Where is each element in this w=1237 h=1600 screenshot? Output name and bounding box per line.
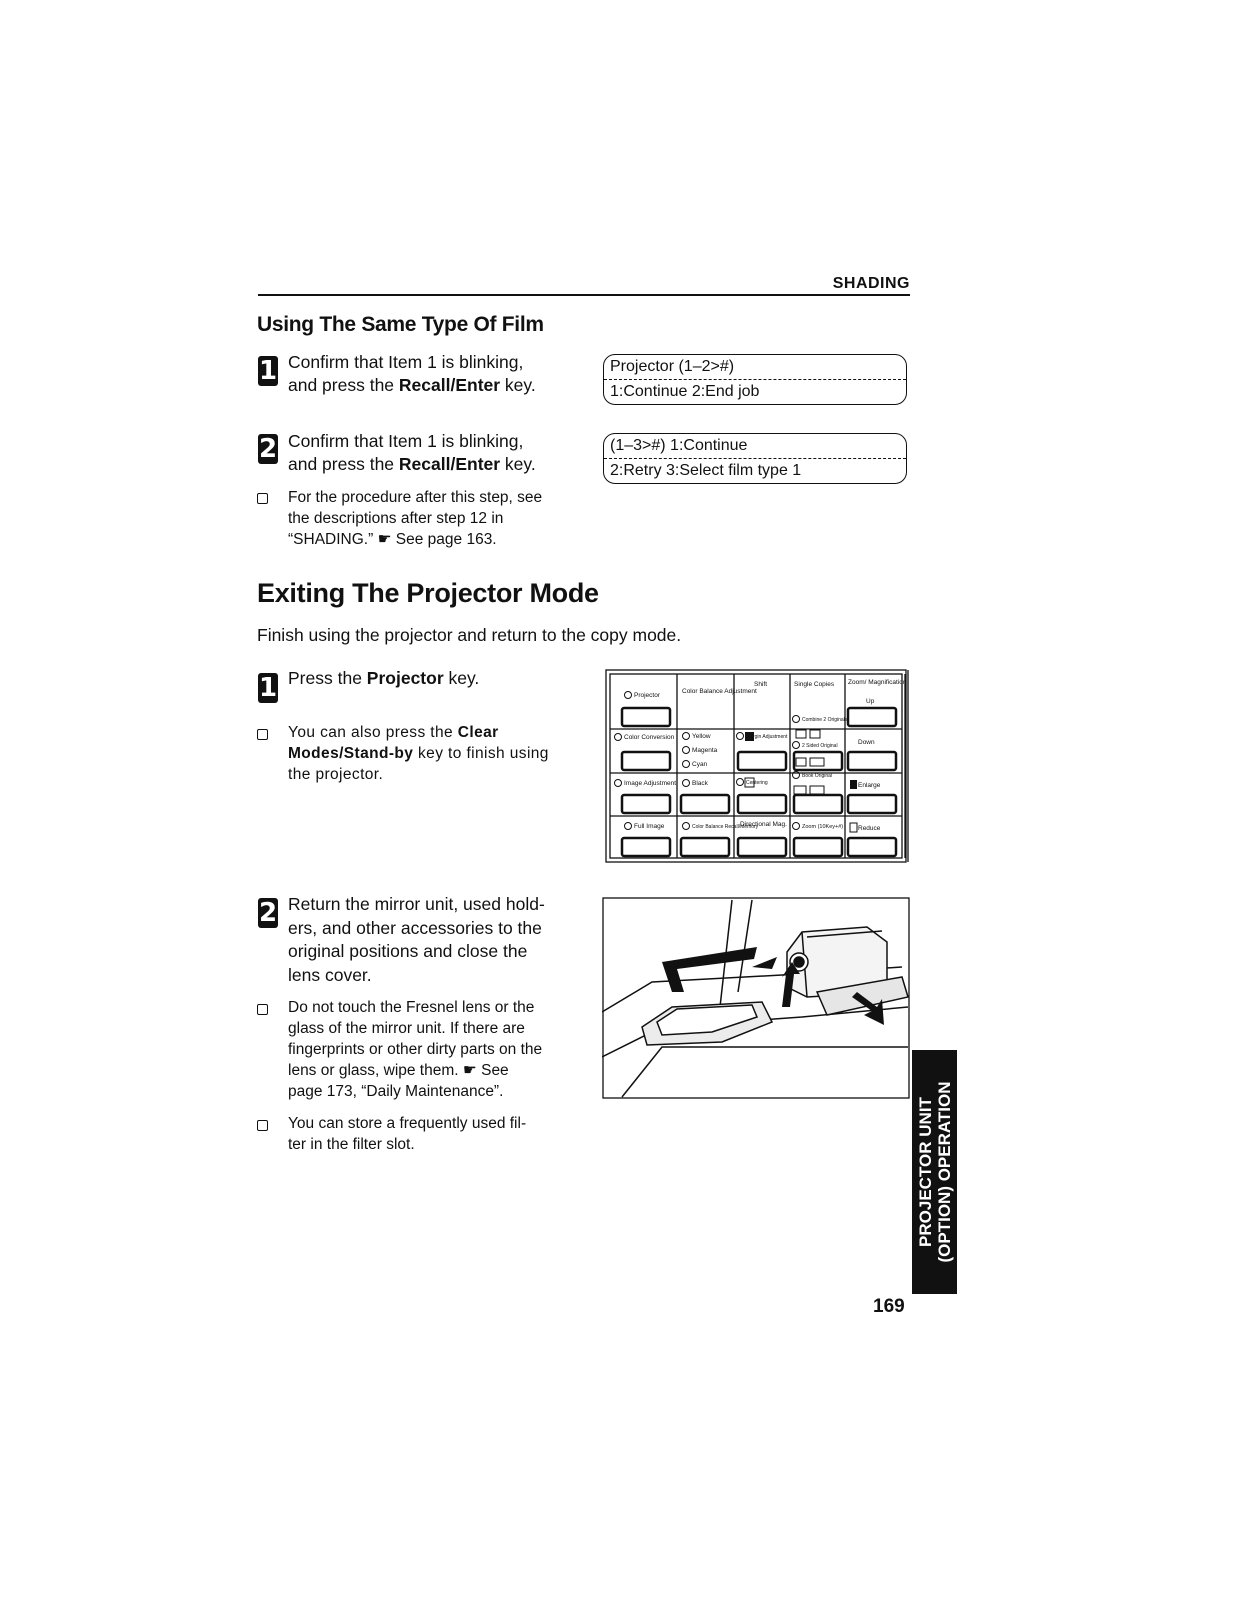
panel-label: Black	[692, 780, 709, 787]
arrow-icon	[782, 962, 800, 1007]
panel-label: Image Adjustment	[624, 780, 676, 787]
enlarge-icon	[850, 780, 857, 789]
two-sided-icon	[795, 757, 807, 767]
recall-enter-key: Recall/Enter	[398, 375, 501, 395]
panel-label: Shift	[754, 681, 767, 688]
step-1-text: Press the Projector key.	[288, 668, 480, 688]
pointing-hand-icon: ☛	[462, 1062, 477, 1079]
lcd-line-1: (1–3>#) 1:Continue	[604, 434, 906, 459]
lcd-line-2: 2:Retry 3:Select film type 1	[610, 462, 802, 479]
panel-label: Reduce	[858, 825, 881, 832]
arrow-icon	[752, 957, 777, 969]
step-2-text: Confirm that Item 1 is blinking, and pre…	[288, 431, 536, 474]
panel-label: Margin Adjustment	[746, 734, 788, 740]
note-checkbox-icon	[257, 493, 268, 504]
panel-label: Projector	[634, 692, 661, 699]
panel-label: Combine 2 Originals	[802, 717, 848, 723]
panel-label: Color Balance Recall/Memory	[692, 824, 759, 830]
step-number-2: 2	[258, 898, 278, 928]
panel-label: Yellow	[692, 733, 711, 740]
panel-label: Full Image	[634, 823, 665, 830]
mirror-unit-illustration	[602, 897, 910, 1099]
section-title-same-film: Using The Same Type Of Film	[257, 313, 544, 336]
panel-label: Directional Mag.	[740, 821, 787, 828]
book-original-icon	[793, 785, 807, 795]
note-checkbox-icon	[257, 1004, 268, 1015]
panel-label: Enlarge	[858, 782, 881, 789]
panel-label: Zoom/ Magnification	[848, 679, 907, 686]
lcd-display-1: Projector (1–2>#) 1:Continue 2:End job	[603, 354, 907, 405]
projector-key: Projector	[366, 668, 444, 688]
panel-label: Down	[858, 739, 875, 746]
lcd-line-1: Projector (1–2>#)	[604, 355, 906, 380]
note-fresnel-lens: Do not touch the Fresnel lens or the gla…	[288, 999, 543, 1100]
lcd-display-2: (1–3>#) 1:Continue 2:Retry 3:Select film…	[603, 433, 907, 484]
centering-icon	[744, 777, 755, 788]
panel-label: Cyan	[692, 761, 708, 768]
note-checkbox-icon	[257, 729, 268, 740]
panel-label: Book Original	[802, 773, 832, 779]
panel-label: Magenta	[692, 747, 718, 754]
panel-label: 2 Sided Original	[802, 743, 838, 749]
panel-label: Up	[866, 698, 875, 705]
running-header: SHADING	[832, 275, 910, 292]
lcd-line-2: 1:Continue 2:End job	[610, 383, 760, 400]
step-number-1: 1	[258, 673, 278, 703]
step-2-text: Return the mirror unit, used hold- ers, …	[288, 894, 545, 985]
operation-panel-illustration: Projector Color Balance Adjustment Shift…	[605, 669, 909, 863]
recall-enter-key: Recall/Enter	[398, 454, 501, 474]
step-number-2: 2	[258, 434, 278, 464]
arrow-icon	[852, 992, 884, 1025]
note-clear-modes: You can also press the Clear Modes/Stand…	[288, 724, 549, 783]
panel-label: Zoom (10Key+#)	[802, 824, 843, 830]
section-intro: Finish using the projector and return to…	[257, 625, 682, 645]
panel-label: Centering	[746, 780, 768, 786]
step-1-text: Confirm that Item 1 is blinking, and pre…	[288, 352, 536, 395]
header-rule	[258, 294, 910, 296]
reduce-icon	[849, 822, 858, 833]
margin-adjustment-icon	[745, 732, 754, 741]
note-procedure: For the procedure after this step, see t…	[288, 489, 543, 548]
note-filter-slot: You can store a frequently used fil- ter…	[288, 1115, 527, 1153]
combine-originals-icon	[795, 729, 807, 739]
note-checkbox-icon	[257, 1120, 268, 1131]
chapter-side-tab: PROJECTOR UNIT (OPTION) OPERATION	[912, 1050, 957, 1294]
panel-label: Color Conversion	[624, 734, 675, 741]
step-number-1: 1	[258, 356, 278, 386]
panel-label: Color Balance Adjustment	[682, 688, 757, 695]
page-number: 169	[873, 1296, 905, 1317]
arrow-icon	[662, 947, 757, 992]
panel-label: Single Copies	[794, 681, 835, 688]
pointing-hand-icon: ☛	[377, 531, 392, 548]
section-title-exit-projector: Exiting The Projector Mode	[257, 578, 599, 608]
